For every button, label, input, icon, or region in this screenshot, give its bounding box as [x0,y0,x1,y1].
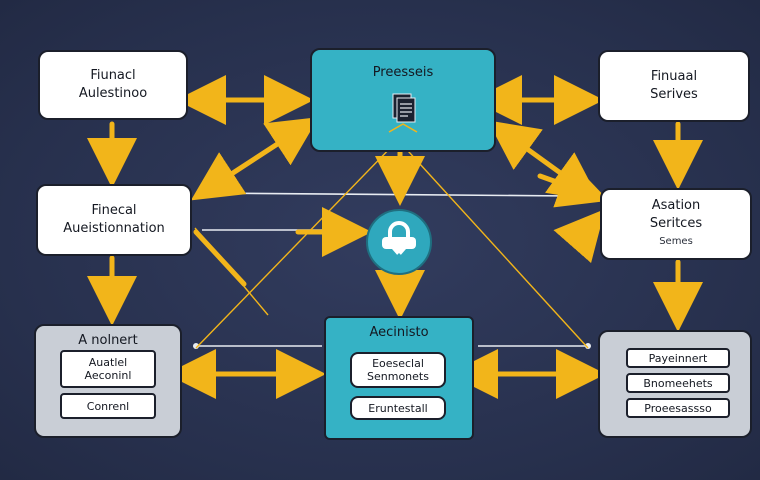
bold-arrows [87,75,703,399]
node-mid-right[interactable]: Asation Seritces Semes [600,188,752,260]
bottom-right-item-1[interactable]: Payeinnert [626,348,730,368]
node-top-left[interactable]: Fiunacl Aulestinoo [38,50,188,120]
node-top-center-title: Preesseis [372,65,434,80]
node-mid-right-line1: Asation [651,198,701,213]
document-stack-icon [388,93,418,133]
node-mid-left[interactable]: Finecal Aueistionnation [36,184,192,256]
node-mid-left-line1: Finecal [91,203,137,218]
node-top-right[interactable]: Finuaal Serives [598,50,750,122]
node-mid-right-line2: Seritces [649,216,703,231]
node-top-left-line2: Aulestinoo [78,86,148,101]
node-mid-left-line2: Aueistionnation [63,221,165,236]
node-top-right-line1: Finuaal [650,69,698,84]
center-hub[interactable] [366,209,432,275]
bottom-left-item-1[interactable]: Auatlel Aeconinl [60,350,156,388]
bottom-right-item-3[interactable]: Proeesassso [626,398,730,418]
user-lock-icon [382,221,416,258]
bottom-right-item-2[interactable]: Bnomeehets [626,373,730,393]
bottom-left-item-2[interactable]: Conrenl [60,393,156,419]
node-bottom-left-title: A nolnert [78,333,138,348]
node-bottom-center-title: Aecinisto [369,325,429,340]
bottom-center-item-1[interactable]: Eoeseclal Senmonets [350,352,446,388]
node-top-right-line2: Serives [650,87,698,102]
bottom-center-item-2[interactable]: Eruntestall [350,396,446,420]
node-mid-right-line3: Semes [659,236,693,247]
node-top-left-line1: Fiunacl [90,68,136,83]
node-top-center[interactable]: Preesseis [310,48,496,152]
